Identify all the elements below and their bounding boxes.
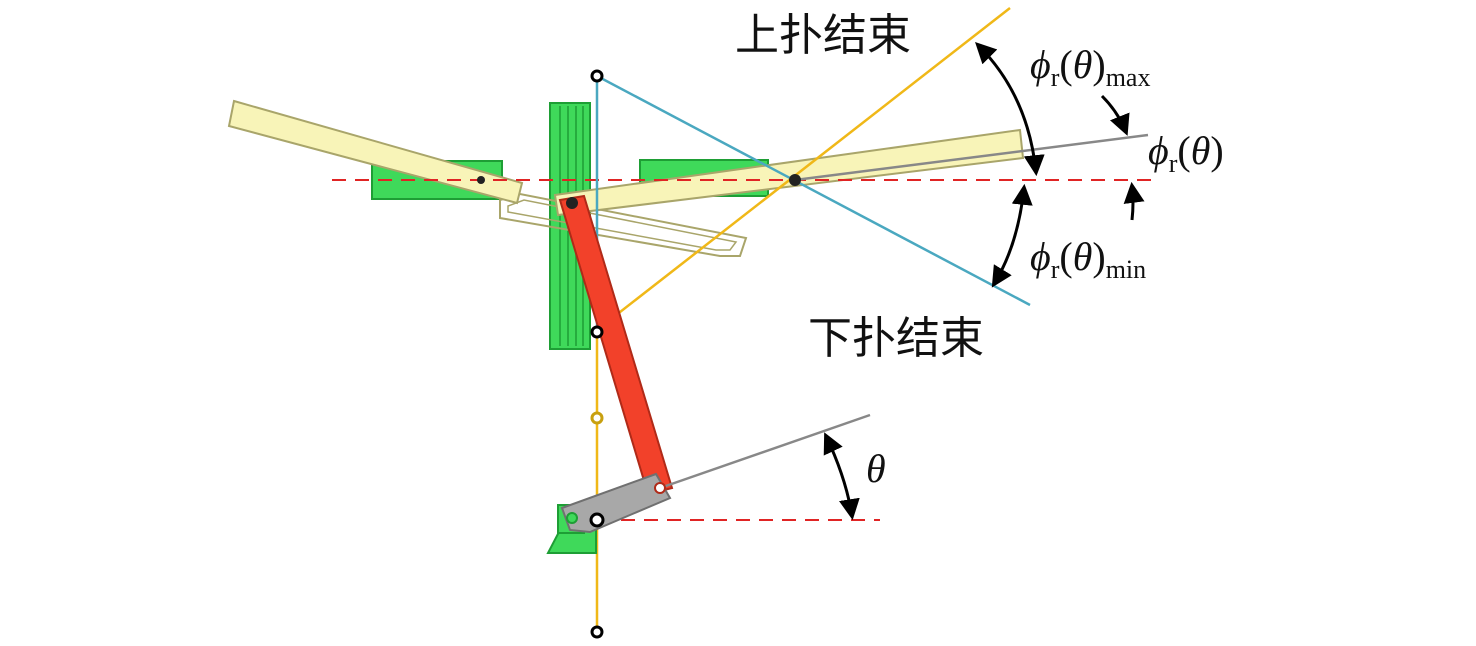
phi-min-label: ϕr(θ)min (1030, 234, 1146, 284)
phi-max-label: ϕr(θ)max (1030, 42, 1150, 92)
crank-center-joint (589, 512, 605, 528)
crank-base-hole (566, 512, 578, 524)
top-pivot-joint (590, 69, 604, 83)
left-wing (227, 99, 524, 205)
bottom-axis-joint (590, 625, 604, 639)
blue-downstroke-line (596, 74, 1031, 307)
left-wing-joint (477, 176, 485, 184)
theta-arc (823, 432, 860, 521)
connecting-rod (558, 194, 674, 496)
right-wing-pivot (789, 174, 801, 186)
wing-current-angle-line (794, 133, 1149, 182)
phi-min-arc (991, 183, 1033, 288)
phi-current-arc-bottom (1123, 181, 1145, 221)
yellow-lower-joint (590, 325, 604, 339)
lower-wing-inner (507, 199, 738, 251)
crank-arm (560, 472, 672, 534)
crank-angle-line (659, 413, 871, 490)
upstroke-end-label: 上扑结束 (735, 10, 911, 61)
right-wing (553, 128, 1025, 217)
theta-label: θ (866, 446, 886, 491)
rod-top-joint (566, 197, 578, 209)
phi-current-arc-top (1100, 94, 1130, 136)
phi-max-arc (975, 42, 1045, 177)
phi-current-label: ϕr(θ) (1148, 128, 1224, 178)
rod-bottom-joint (654, 482, 666, 494)
mid-axis-joint (590, 411, 604, 425)
downstroke-end-label: 下扑结束 (808, 313, 984, 364)
yellow-upstroke-line (596, 7, 1011, 331)
